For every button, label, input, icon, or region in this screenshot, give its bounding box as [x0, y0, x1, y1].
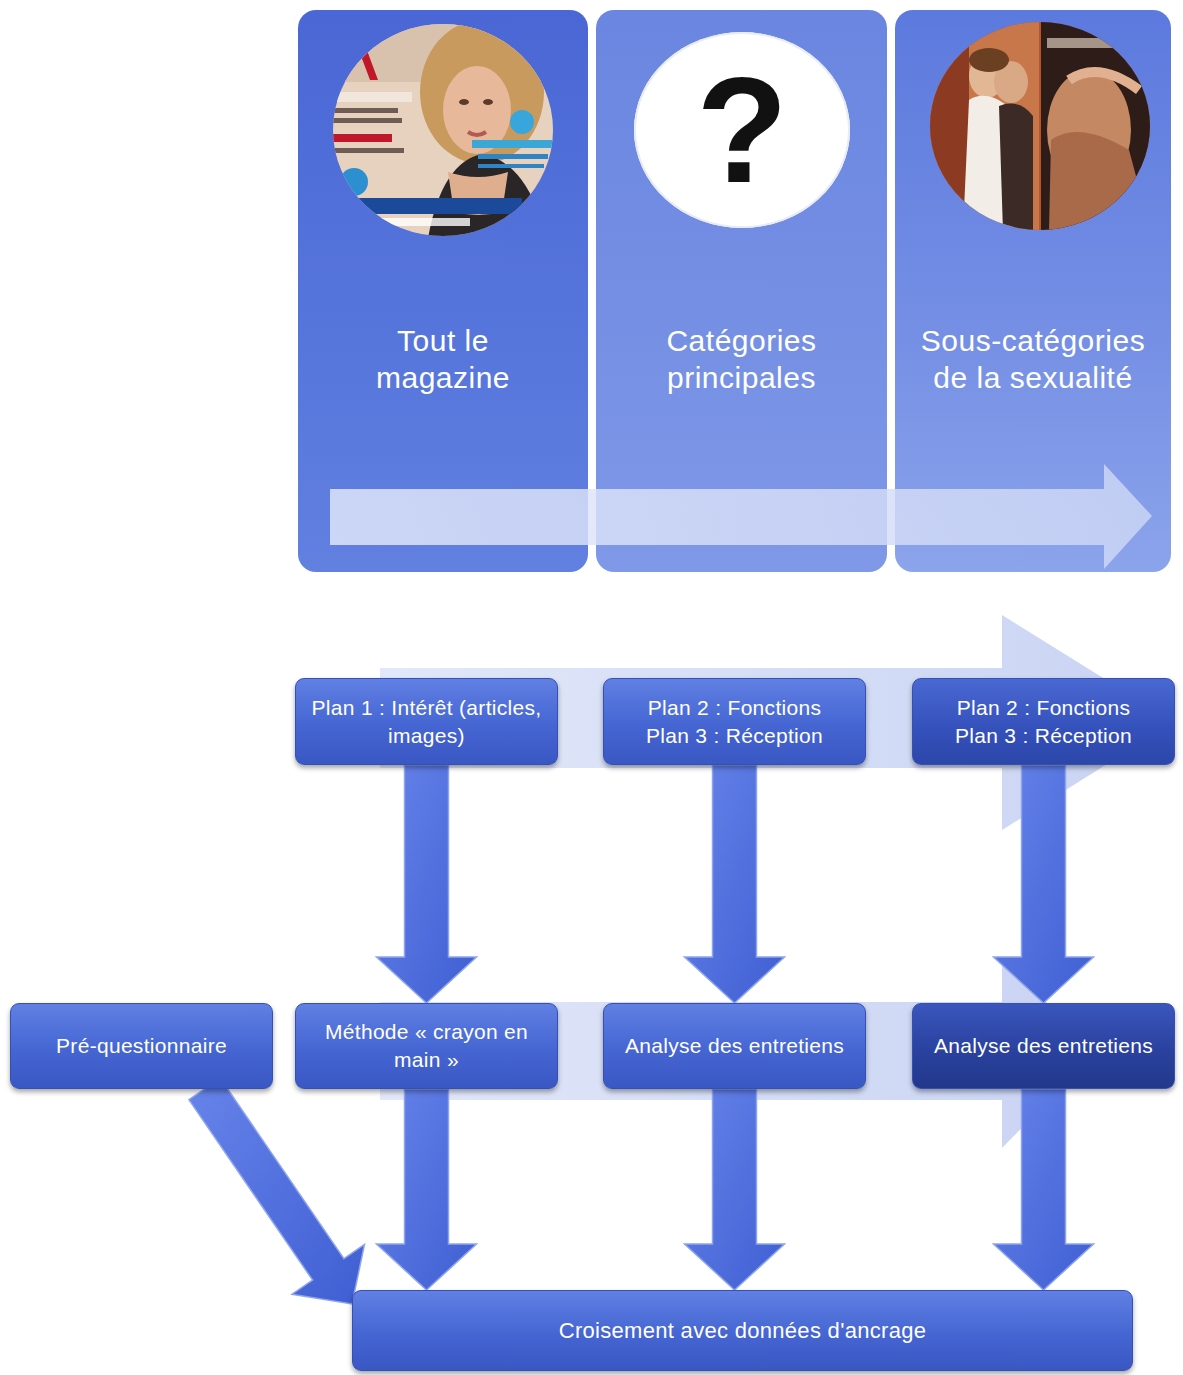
question-circle: ?	[634, 32, 850, 228]
box-label: Analyse des entretiens	[934, 1032, 1153, 1060]
box-label: Croisement avec données d'ancrage	[559, 1316, 927, 1345]
block-arrow	[377, 1089, 477, 1290]
process-box: Méthode « crayon en main »	[295, 1003, 558, 1089]
magazine-cover-picture	[332, 22, 554, 238]
block-arrow	[685, 1089, 785, 1290]
category-column: Catégories principales?	[596, 10, 887, 572]
process-box: Analyse des entretiens	[603, 1003, 866, 1089]
column-label-area: Catégories principales	[596, 250, 887, 470]
box-label: Analyse des entretiens	[625, 1032, 844, 1060]
box-label: Plan 3 : Réception	[646, 722, 823, 750]
process-box: Analyse des entretiens	[912, 1003, 1175, 1089]
box-label: Méthode « crayon en main »	[308, 1018, 545, 1073]
question-mark: ?	[696, 55, 788, 205]
box-label: Plan 1 : Intérêt (articles, images)	[308, 694, 545, 749]
column-arrow	[330, 464, 1152, 569]
column-label-area: Tout le magazine	[298, 250, 588, 470]
process-box: Plan 2 : FonctionsPlan 3 : Réception	[603, 678, 866, 765]
box-label: Pré-questionnaire	[56, 1032, 227, 1060]
category-column: Sous-catégories de la sexualité	[895, 10, 1171, 572]
column-label: Catégories principales	[626, 323, 858, 396]
column-label-area: Sous-catégories de la sexualité	[895, 250, 1171, 470]
box-label: Plan 2 : Fonctions	[648, 694, 822, 722]
block-arrow	[994, 1089, 1094, 1290]
process-box: Plan 2 : FonctionsPlan 3 : Réception	[912, 678, 1175, 765]
box-label: Plan 2 : Fonctions	[957, 694, 1131, 722]
block-arrow	[189, 1078, 365, 1304]
couple-photo-picture	[929, 20, 1151, 232]
box-label: Plan 3 : Réception	[955, 722, 1132, 750]
process-box: Croisement avec données d'ancrage	[352, 1290, 1133, 1371]
block-arrow	[994, 765, 1094, 1003]
process-box: Plan 1 : Intérêt (articles, images)	[295, 678, 558, 765]
process-box: Pré-questionnaire	[10, 1003, 273, 1089]
column-label: Tout le magazine	[327, 323, 559, 396]
block-arrow	[685, 765, 785, 1003]
block-arrow	[377, 765, 477, 1003]
column-label: Sous-catégories de la sexualité	[917, 323, 1149, 396]
category-column: Tout le magazine	[298, 10, 588, 572]
